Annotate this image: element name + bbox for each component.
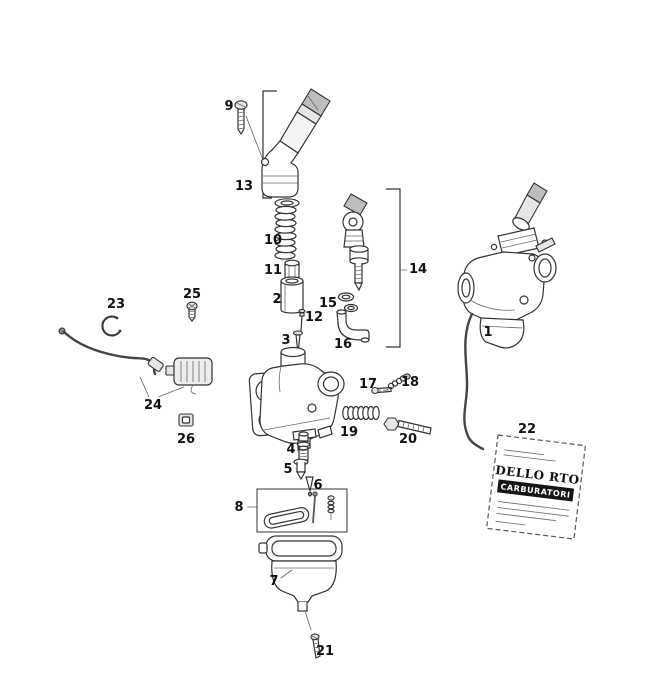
part-label-10: 10 [264, 233, 282, 248]
part-label-23: 23 [107, 297, 125, 312]
part-label-3: 3 [281, 333, 290, 348]
jet-needle-part3-drawing [292, 330, 304, 354]
part-label-13: 13 [235, 179, 253, 194]
part-label-12: 12 [305, 310, 323, 325]
jet-part5-drawing [293, 458, 309, 481]
screw-part17-drawing [371, 386, 392, 395]
jet-stack-part4-drawing [296, 431, 311, 461]
kit-box-part8-drawing [247, 488, 348, 533]
part-label-14: 14 [409, 262, 427, 277]
part-label-9: 9 [224, 99, 233, 114]
part-label-17: 17 [359, 377, 377, 392]
elbow-pipe-part16-drawing [336, 309, 370, 343]
choke-cable-part24-drawing [58, 327, 213, 398]
part-label-2: 2 [272, 292, 281, 307]
part-label-11: 11 [264, 263, 282, 278]
screw-part21-drawing [310, 633, 321, 659]
part-label-19: 19 [340, 425, 358, 440]
circlip-part23-drawing [101, 315, 122, 337]
throttle-slide-part2-drawing [280, 276, 304, 314]
part-label-20: 20 [399, 432, 417, 447]
orings-part15-drawing [337, 292, 359, 313]
bracket-part14 [386, 188, 407, 348]
throttle-cap-assembly-part13 [260, 88, 331, 199]
brand-sticker-part22: DELLO RTO CARBURATORI [485, 434, 587, 540]
part-label-24: 24 [144, 398, 162, 413]
part-label-4: 4 [286, 442, 295, 457]
clip-part26-drawing [178, 413, 194, 427]
part-label-22: 22 [518, 422, 536, 437]
spring-screw-part18-drawing [384, 373, 411, 392]
part-label-1: 1 [483, 325, 492, 340]
float-bowl-part7-drawing [258, 535, 343, 631]
part-label-5: 5 [283, 462, 292, 477]
needle-clip-part12-drawing [298, 308, 306, 332]
plunger-part14-drawing [349, 245, 369, 292]
bolt-part20-drawing [383, 417, 432, 435]
part-label-25: 25 [183, 287, 201, 302]
assembled-carburetor-part1-drawing [457, 182, 557, 451]
part-label-15: 15 [319, 296, 337, 311]
part-label-7: 7 [269, 574, 278, 589]
part-label-8: 8 [234, 500, 243, 515]
spring-part19-drawing [342, 405, 380, 421]
float-needle-part6-drawing [305, 476, 314, 497]
spring-part10-drawing [274, 205, 297, 260]
part-label-6: 6 [313, 478, 322, 493]
slide-stop-part11-drawing [284, 259, 300, 280]
carburetor-body-drawing [248, 346, 345, 451]
part-label-16: 16 [334, 337, 352, 352]
screw-part9-drawing [234, 100, 264, 161]
part-label-26: 26 [177, 432, 195, 447]
screw-part25-drawing [186, 301, 198, 322]
part-label-18: 18 [401, 375, 419, 390]
part-label-21: 21 [316, 644, 334, 659]
cable-adjuster-part14-drawing [342, 193, 368, 248]
part-labels: 1 2 3 4 5 6 7 8 9 10 11 12 13 14 15 16 1… [107, 99, 536, 659]
